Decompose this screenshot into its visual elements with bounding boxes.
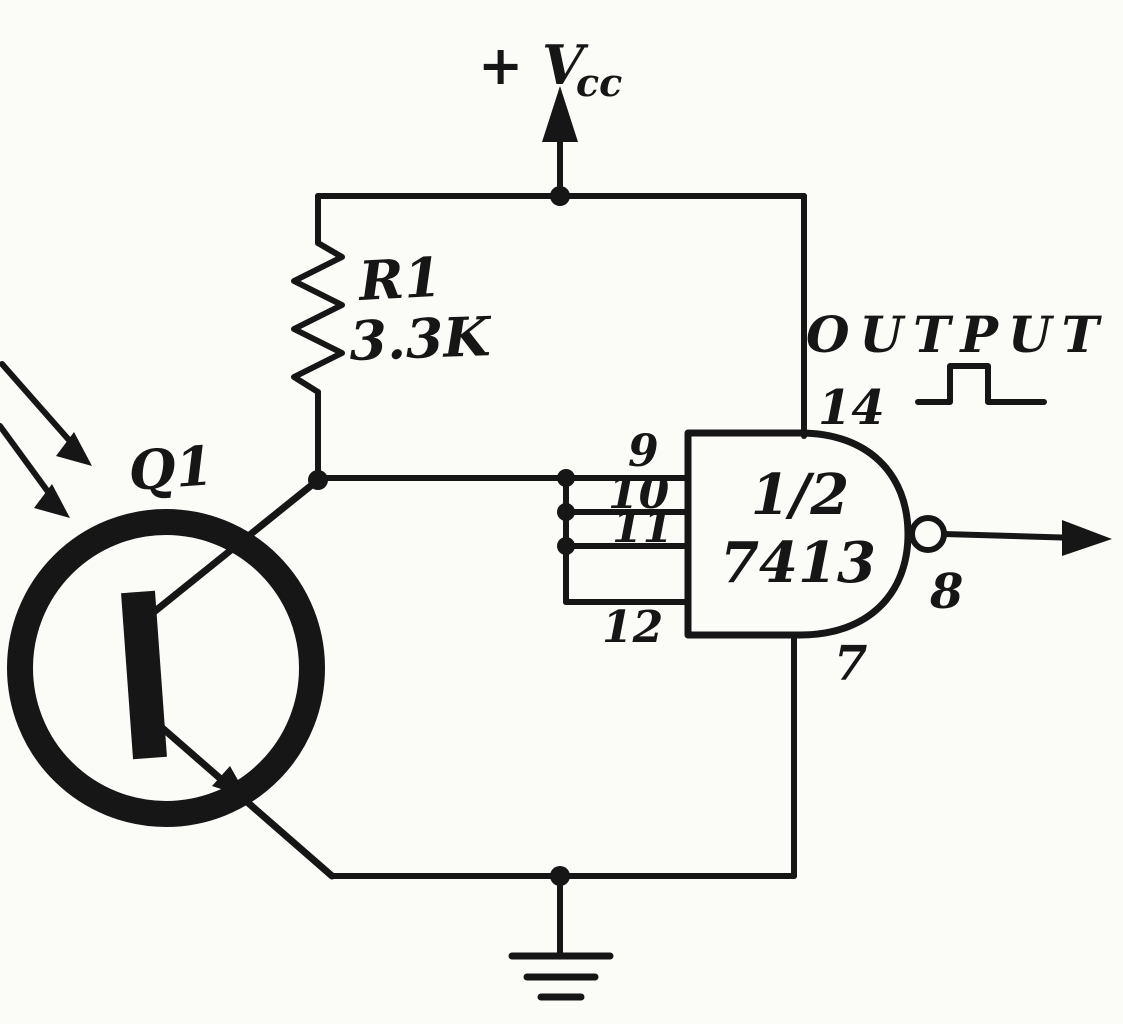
junction-dot-bus-1: [557, 469, 575, 487]
label-vcc: + V: [478, 33, 589, 97]
nand-gate-body: [684, 429, 912, 639]
label-r1-ref: R1: [355, 245, 443, 313]
label-pin-12: 12: [602, 602, 663, 653]
phototransistor-q1: Q1: [0, 361, 336, 880]
label-gate-part: 7413: [720, 530, 876, 596]
input-bus-wires: 9 10 11 12: [315, 426, 691, 653]
nand-gate-7413: 1/2 7413 14 7 8: [684, 380, 963, 692]
label-pin-14: 14: [818, 380, 885, 436]
output-section: OUTPUT: [806, 305, 1112, 556]
label-pin-8: 8: [929, 564, 963, 620]
light-arrow-1: [0, 361, 79, 451]
nand-inversion-bubble: [909, 515, 947, 553]
wire-output: [941, 531, 1081, 541]
label-r1-value: 3.3K: [348, 304, 493, 373]
label-pin-9: 9: [628, 426, 659, 477]
collector-wire: [140, 476, 322, 624]
emitter-arrowhead-icon: [212, 766, 248, 798]
output-arrowhead-icon: [1062, 520, 1112, 556]
junction-dot-bus-3: [557, 537, 575, 555]
label-pin-7: 7: [834, 636, 867, 692]
resistor-r1: R1 3.3K: [291, 193, 493, 490]
vcc-arrowhead-icon: [542, 86, 578, 142]
vcc-supply: + V cc: [478, 33, 622, 206]
power-rails: [315, 193, 807, 439]
ground-section: [329, 632, 797, 1001]
pulse-waveform-icon: [915, 363, 1047, 405]
label-q1-ref: Q1: [126, 433, 215, 503]
transistor-base-bar: [121, 590, 167, 760]
light-arrows: [0, 361, 92, 518]
label-pin-11: 11: [612, 502, 673, 553]
ground-symbol-icon: [508, 952, 614, 1001]
resistor-zigzag: [291, 240, 345, 395]
junction-dot-bus-2: [557, 503, 575, 521]
light-arrowhead-2-icon: [34, 484, 70, 518]
label-pin-10: 10: [608, 468, 670, 519]
light-arrow-2: [0, 423, 57, 503]
light-arrowhead-1-icon: [56, 432, 92, 466]
transistor-circle: [7, 509, 325, 827]
label-output: OUTPUT: [806, 305, 1109, 364]
label-gate-half: 1/2: [751, 462, 849, 528]
label-vcc-subscript: cc: [576, 60, 622, 105]
